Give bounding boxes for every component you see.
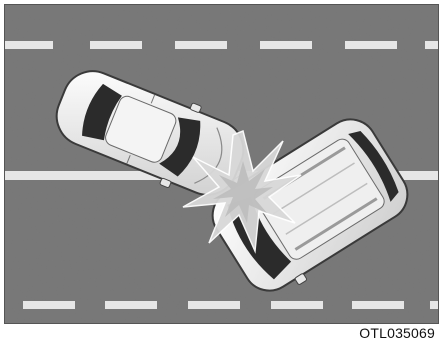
figure-code: OTL035069 (359, 325, 435, 341)
road-surface (4, 4, 439, 324)
collision-illustration (5, 5, 438, 323)
